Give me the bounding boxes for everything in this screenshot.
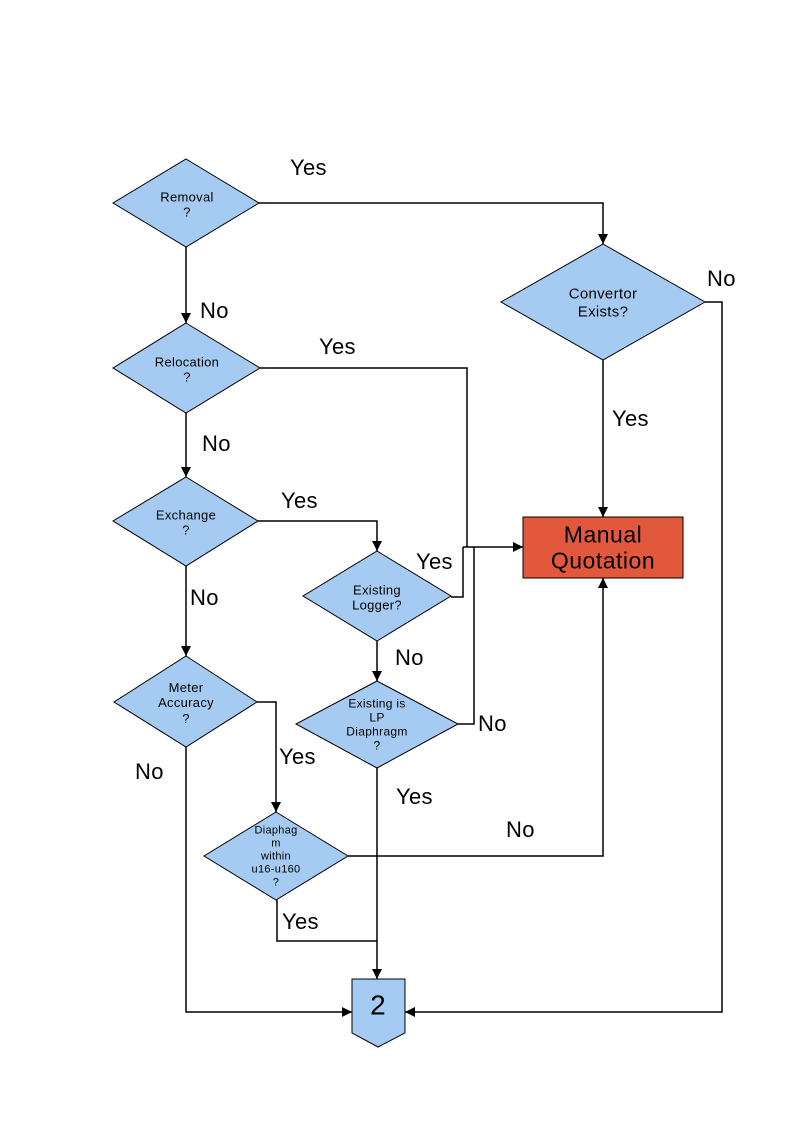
node-diaphragm-range-shape	[203, 811, 349, 901]
node-relocation-label: Relocation ?	[154, 354, 220, 385]
edges	[181, 202, 723, 1017]
edge-label-lp-no: No	[478, 711, 507, 736]
edge-label-exchange-no: No	[190, 585, 219, 610]
edge-lp-no	[458, 547, 475, 725]
edge-exchange-yes	[258, 520, 382, 551]
edge-label-logger-no: No	[395, 645, 424, 670]
edge-label-lp-yes: Yes	[396, 784, 433, 809]
node-existing-logger-shape	[302, 550, 452, 642]
node-exchange-shape	[112, 476, 259, 567]
node-existing-lp-diaphragm-shape	[294, 680, 460, 769]
node-meter-accuracy-shape	[113, 655, 258, 748]
edge-label-exchange-yes: Yes	[281, 488, 318, 513]
edge-label-convertor-yes: Yes	[612, 406, 649, 431]
edge-label-range-no: No	[506, 817, 535, 842]
nodes	[112, 158, 707, 1048]
node-manual-quotation-label: Manual Quotation	[550, 521, 656, 574]
node-exchange-label: Exchange ?	[155, 507, 217, 538]
node-manual-quotation-shape	[522, 516, 684, 579]
node-removal-shape	[112, 158, 260, 248]
edge-meter-no	[185, 747, 352, 1017]
node-diaphragm-range-label: Diaphag m within u16-u160 ?	[251, 824, 301, 889]
edge-logger-yes	[451, 547, 464, 598]
edge-label-removal-no: No	[200, 298, 229, 323]
edge-label-removal-yes: Yes	[290, 155, 327, 180]
node-offpage-connector-label: 2	[370, 989, 386, 1021]
edge-label-range-yes: Yes	[282, 909, 319, 934]
edge-convertor-no	[405, 301, 723, 1017]
edge-meter-yes	[257, 701, 281, 812]
edge-range-no	[348, 578, 608, 857]
edge-label-relocation-yes: Yes	[319, 334, 356, 359]
node-existing-lp-diaphragm-label: Existing is LP Diaphragm ?	[346, 696, 408, 754]
edge-label-convertor-no: No	[707, 266, 736, 291]
node-removal-label: Removal ?	[160, 189, 214, 220]
edge-label-relocation-no: No	[202, 431, 231, 456]
node-convertor-exists-shape	[499, 243, 707, 361]
node-offpage-connector-shape	[351, 978, 406, 1048]
node-meter-accuracy-label: Meter Accuracy ?	[158, 680, 214, 726]
edge-relocation-yes	[260, 367, 468, 547]
edge-range-yes	[276, 900, 377, 942]
edge-label-meter-no: No	[135, 759, 164, 784]
node-convertor-exists-label: Convertor Exists?	[568, 285, 638, 320]
edge-label-meter-yes: Yes	[279, 744, 316, 769]
node-existing-logger-label: Existing Logger?	[352, 582, 402, 613]
edge-label-logger-yes: Yes	[416, 549, 453, 574]
edge-removal-yes	[259, 202, 608, 244]
node-relocation-shape	[112, 322, 261, 414]
